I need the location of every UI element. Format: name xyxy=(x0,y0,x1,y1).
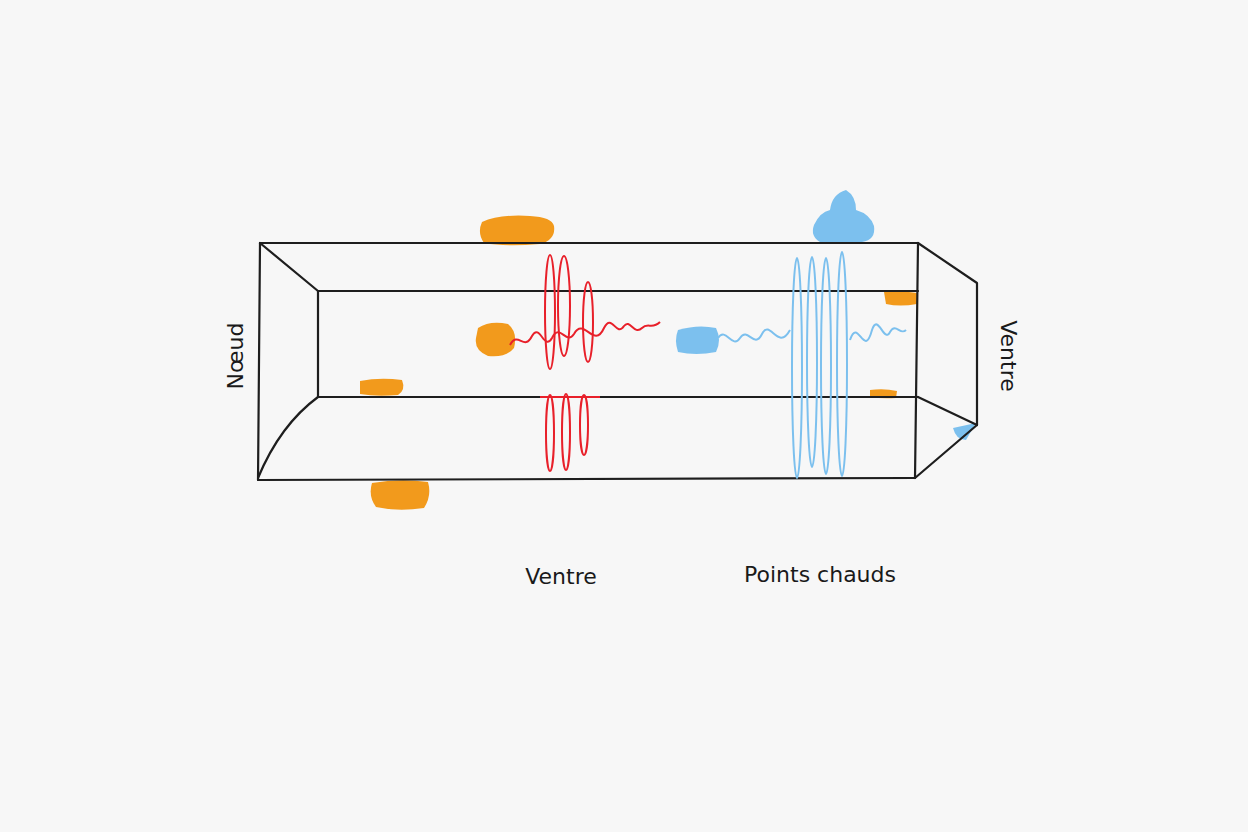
red-wave xyxy=(510,255,660,471)
edge-line xyxy=(317,291,319,397)
edge-line xyxy=(258,478,915,480)
orange-spot xyxy=(371,480,430,510)
orange-spot xyxy=(476,323,515,357)
blue-wave xyxy=(718,252,906,478)
wave-loop xyxy=(545,255,555,369)
blue-spots xyxy=(676,190,976,440)
box-outline xyxy=(258,243,977,480)
edge-line xyxy=(318,290,918,292)
wave-loop xyxy=(558,256,570,356)
orange-spots xyxy=(360,216,917,510)
antinode-label: Ventre xyxy=(995,320,1021,392)
wave-loop xyxy=(562,394,570,470)
wave-line xyxy=(510,322,660,345)
wave-loop xyxy=(583,282,593,362)
antinode-label: Ventre xyxy=(525,564,597,590)
wave-line xyxy=(718,330,790,342)
edge-line xyxy=(260,242,918,244)
wave-loop xyxy=(546,395,554,471)
wave-loop xyxy=(821,258,831,474)
node-label: Nœud xyxy=(223,323,249,390)
blue-spot xyxy=(953,423,976,440)
edge-line xyxy=(918,397,977,425)
wave-loop xyxy=(580,395,588,455)
orange-spot xyxy=(360,379,403,396)
wave-line xyxy=(850,324,906,341)
wave-line xyxy=(540,396,600,398)
edge-line xyxy=(258,243,260,480)
wave-loop xyxy=(807,257,817,467)
blue-spot xyxy=(813,190,874,242)
edge-line xyxy=(258,397,318,478)
edge-line xyxy=(318,396,918,398)
hotspot-label: Points chauds xyxy=(744,562,896,588)
orange-spot xyxy=(884,291,917,305)
wave-loop xyxy=(837,252,847,476)
edge-line xyxy=(915,243,977,478)
edge-line xyxy=(915,243,918,478)
orange-spot xyxy=(480,216,554,246)
blue-spot xyxy=(676,326,719,354)
wave-loop xyxy=(792,258,802,478)
edge-line xyxy=(260,243,318,291)
